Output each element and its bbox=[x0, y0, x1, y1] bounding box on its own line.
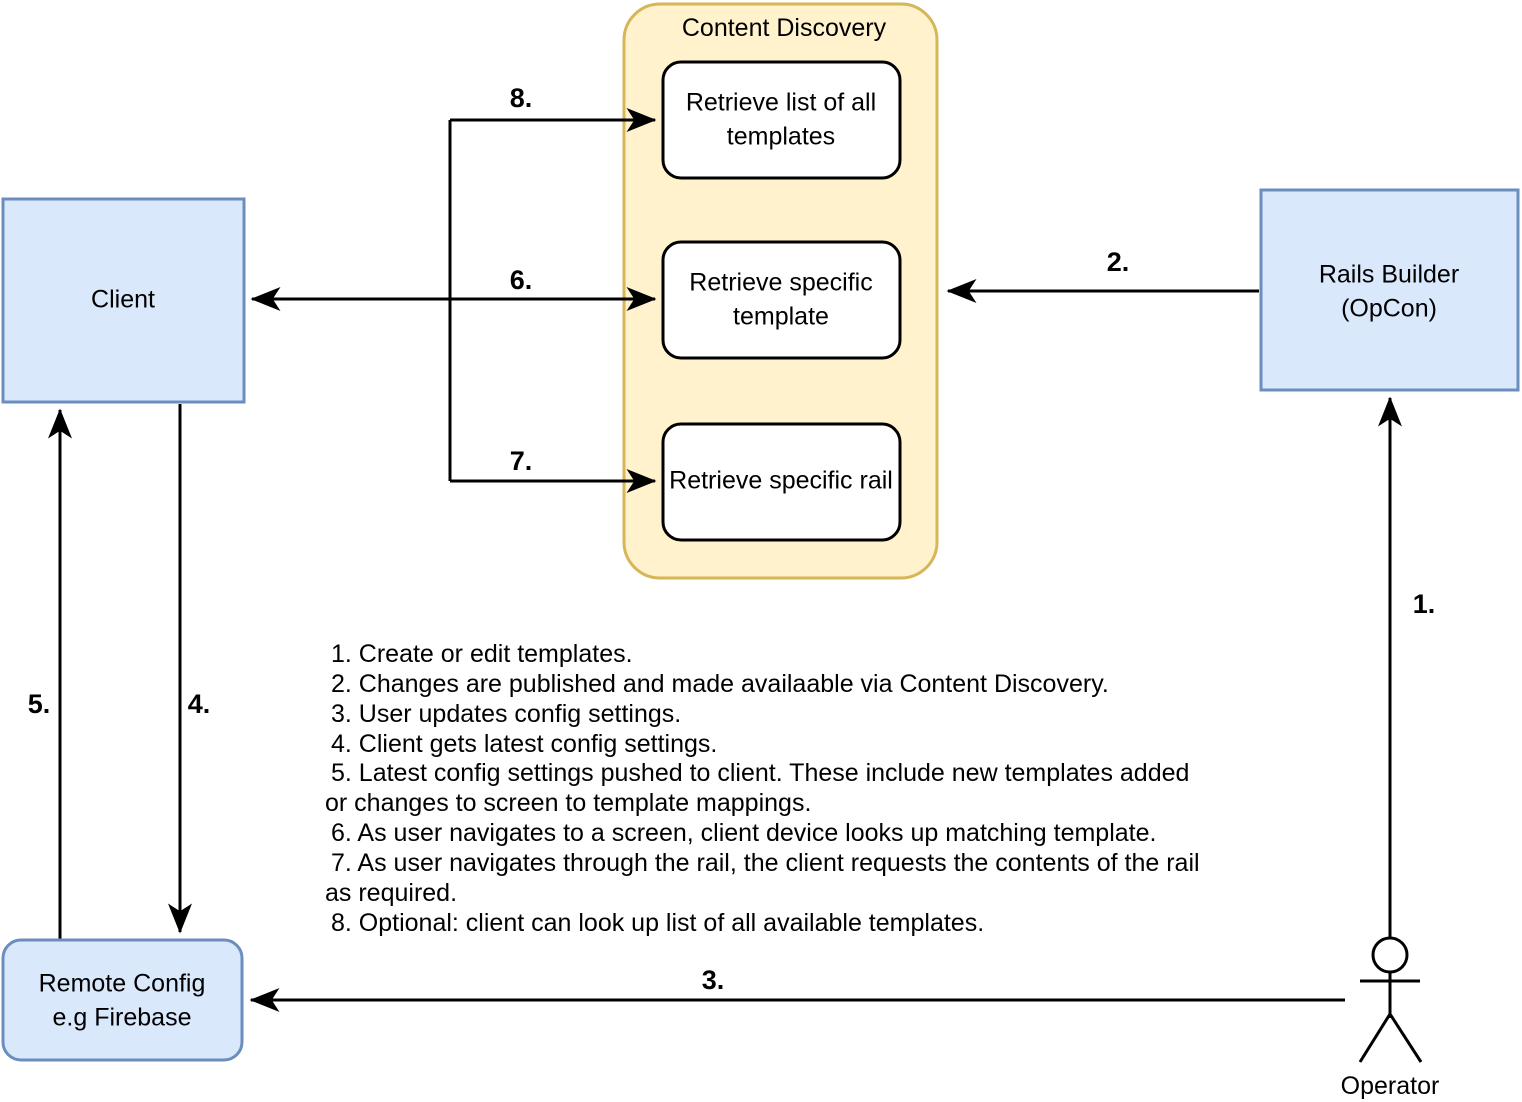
node-rails-builder-label-line1: Rails Builder bbox=[1319, 261, 1459, 289]
legend-line: 7. As user navigates through the rail, t… bbox=[331, 849, 1200, 877]
legend-line: 8. Optional: client can look up list of … bbox=[331, 909, 984, 937]
step-label-3: 3. bbox=[702, 965, 725, 995]
legend-line: 3. User updates config settings. bbox=[331, 700, 681, 728]
box-retrieve-all-templates[interactable] bbox=[661, 60, 902, 180]
legend-line: 1. Create or edit templates. bbox=[331, 640, 633, 668]
node-client[interactable] bbox=[1, 197, 246, 404]
box-retrieve-all-templates-line2: templates bbox=[727, 123, 835, 151]
box-retrieve-specific-template-line2: template bbox=[733, 303, 829, 331]
step-label-7: 7. bbox=[510, 446, 533, 476]
legend-line: 4. Client gets latest config settings. bbox=[331, 730, 717, 758]
content-discovery-title: Content Discovery bbox=[682, 14, 887, 42]
step-label-1: 1. bbox=[1413, 589, 1436, 619]
box-retrieve-specific-rail-line1: Retrieve specific rail bbox=[669, 467, 893, 495]
operator-head-icon bbox=[1371, 936, 1409, 974]
box-retrieve-specific-template[interactable] bbox=[661, 240, 902, 360]
step-label-4: 4. bbox=[188, 689, 211, 719]
legend-line: or changes to screen to template mapping… bbox=[325, 789, 811, 817]
node-remote-config-label-line1: Remote Config bbox=[39, 970, 206, 998]
step-label-5: 5. bbox=[28, 689, 51, 719]
node-remote-config-label-line2: e.g Firebase bbox=[53, 1004, 192, 1032]
step-label-6: 6. bbox=[510, 265, 533, 295]
legend-line: 5. Latest config settings pushed to clie… bbox=[331, 759, 1189, 787]
actor-operator-label: Operator bbox=[1341, 1072, 1440, 1100]
legend-line: as required. bbox=[325, 879, 457, 907]
node-client-label: Client bbox=[91, 286, 155, 314]
step-label-8: 8. bbox=[510, 83, 533, 113]
legend-block: 1. Create or edit templates. 2. Changes … bbox=[325, 640, 1200, 937]
actor-operator[interactable] bbox=[1358, 936, 1423, 1063]
node-rails-builder[interactable] bbox=[1259, 188, 1520, 392]
operator-legs-icon bbox=[1358, 1011, 1423, 1063]
legend-line: 6. As user navigates to a screen, client… bbox=[331, 819, 1156, 847]
box-retrieve-specific-rail[interactable] bbox=[661, 422, 902, 542]
box-retrieve-all-templates-line1: Retrieve list of all bbox=[686, 89, 876, 117]
node-remote-config[interactable] bbox=[1, 938, 244, 1062]
legend-line: 2. Changes are published and made availa… bbox=[331, 670, 1109, 698]
step-label-2: 2. bbox=[1107, 247, 1130, 277]
box-retrieve-specific-template-line1: Retrieve specific bbox=[689, 269, 872, 297]
node-rails-builder-label-line2: (OpCon) bbox=[1341, 295, 1437, 323]
